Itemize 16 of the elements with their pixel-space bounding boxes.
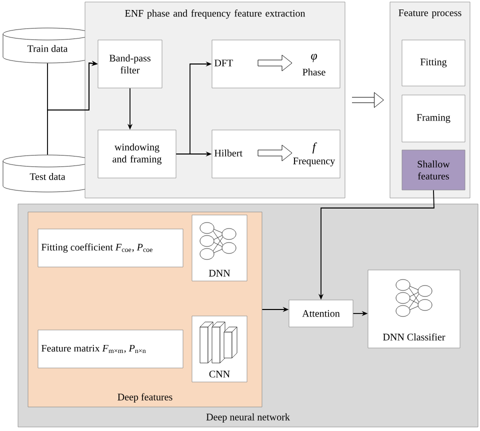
block-arrow — [352, 92, 384, 108]
process-box: Band-pass filter — [98, 40, 162, 88]
database-cylinder: Train data — [2, 28, 92, 64]
network-box: CNN — [192, 316, 248, 382]
process-box: windowing and framing — [98, 130, 176, 178]
classifier-box: DNN Classifier — [368, 270, 460, 348]
process-box: Hilbert f Frequency — [212, 130, 340, 178]
process-box: Framing — [402, 94, 466, 142]
process-box: Shallow features — [402, 150, 466, 190]
process-box: DFT φ Phase — [212, 40, 340, 88]
network-box: DNN — [192, 214, 248, 282]
database-cylinder: Test data — [2, 154, 92, 192]
process-box: Fitting — [402, 40, 466, 86]
process-box: Feature matrix F$_{m×m}$, P$_{n×n}$ — [38, 330, 184, 368]
process-box: Attention — [288, 300, 354, 328]
process-box: Fitting coefficient F$_{coe}$, P$_{coe}$ — [38, 228, 184, 268]
